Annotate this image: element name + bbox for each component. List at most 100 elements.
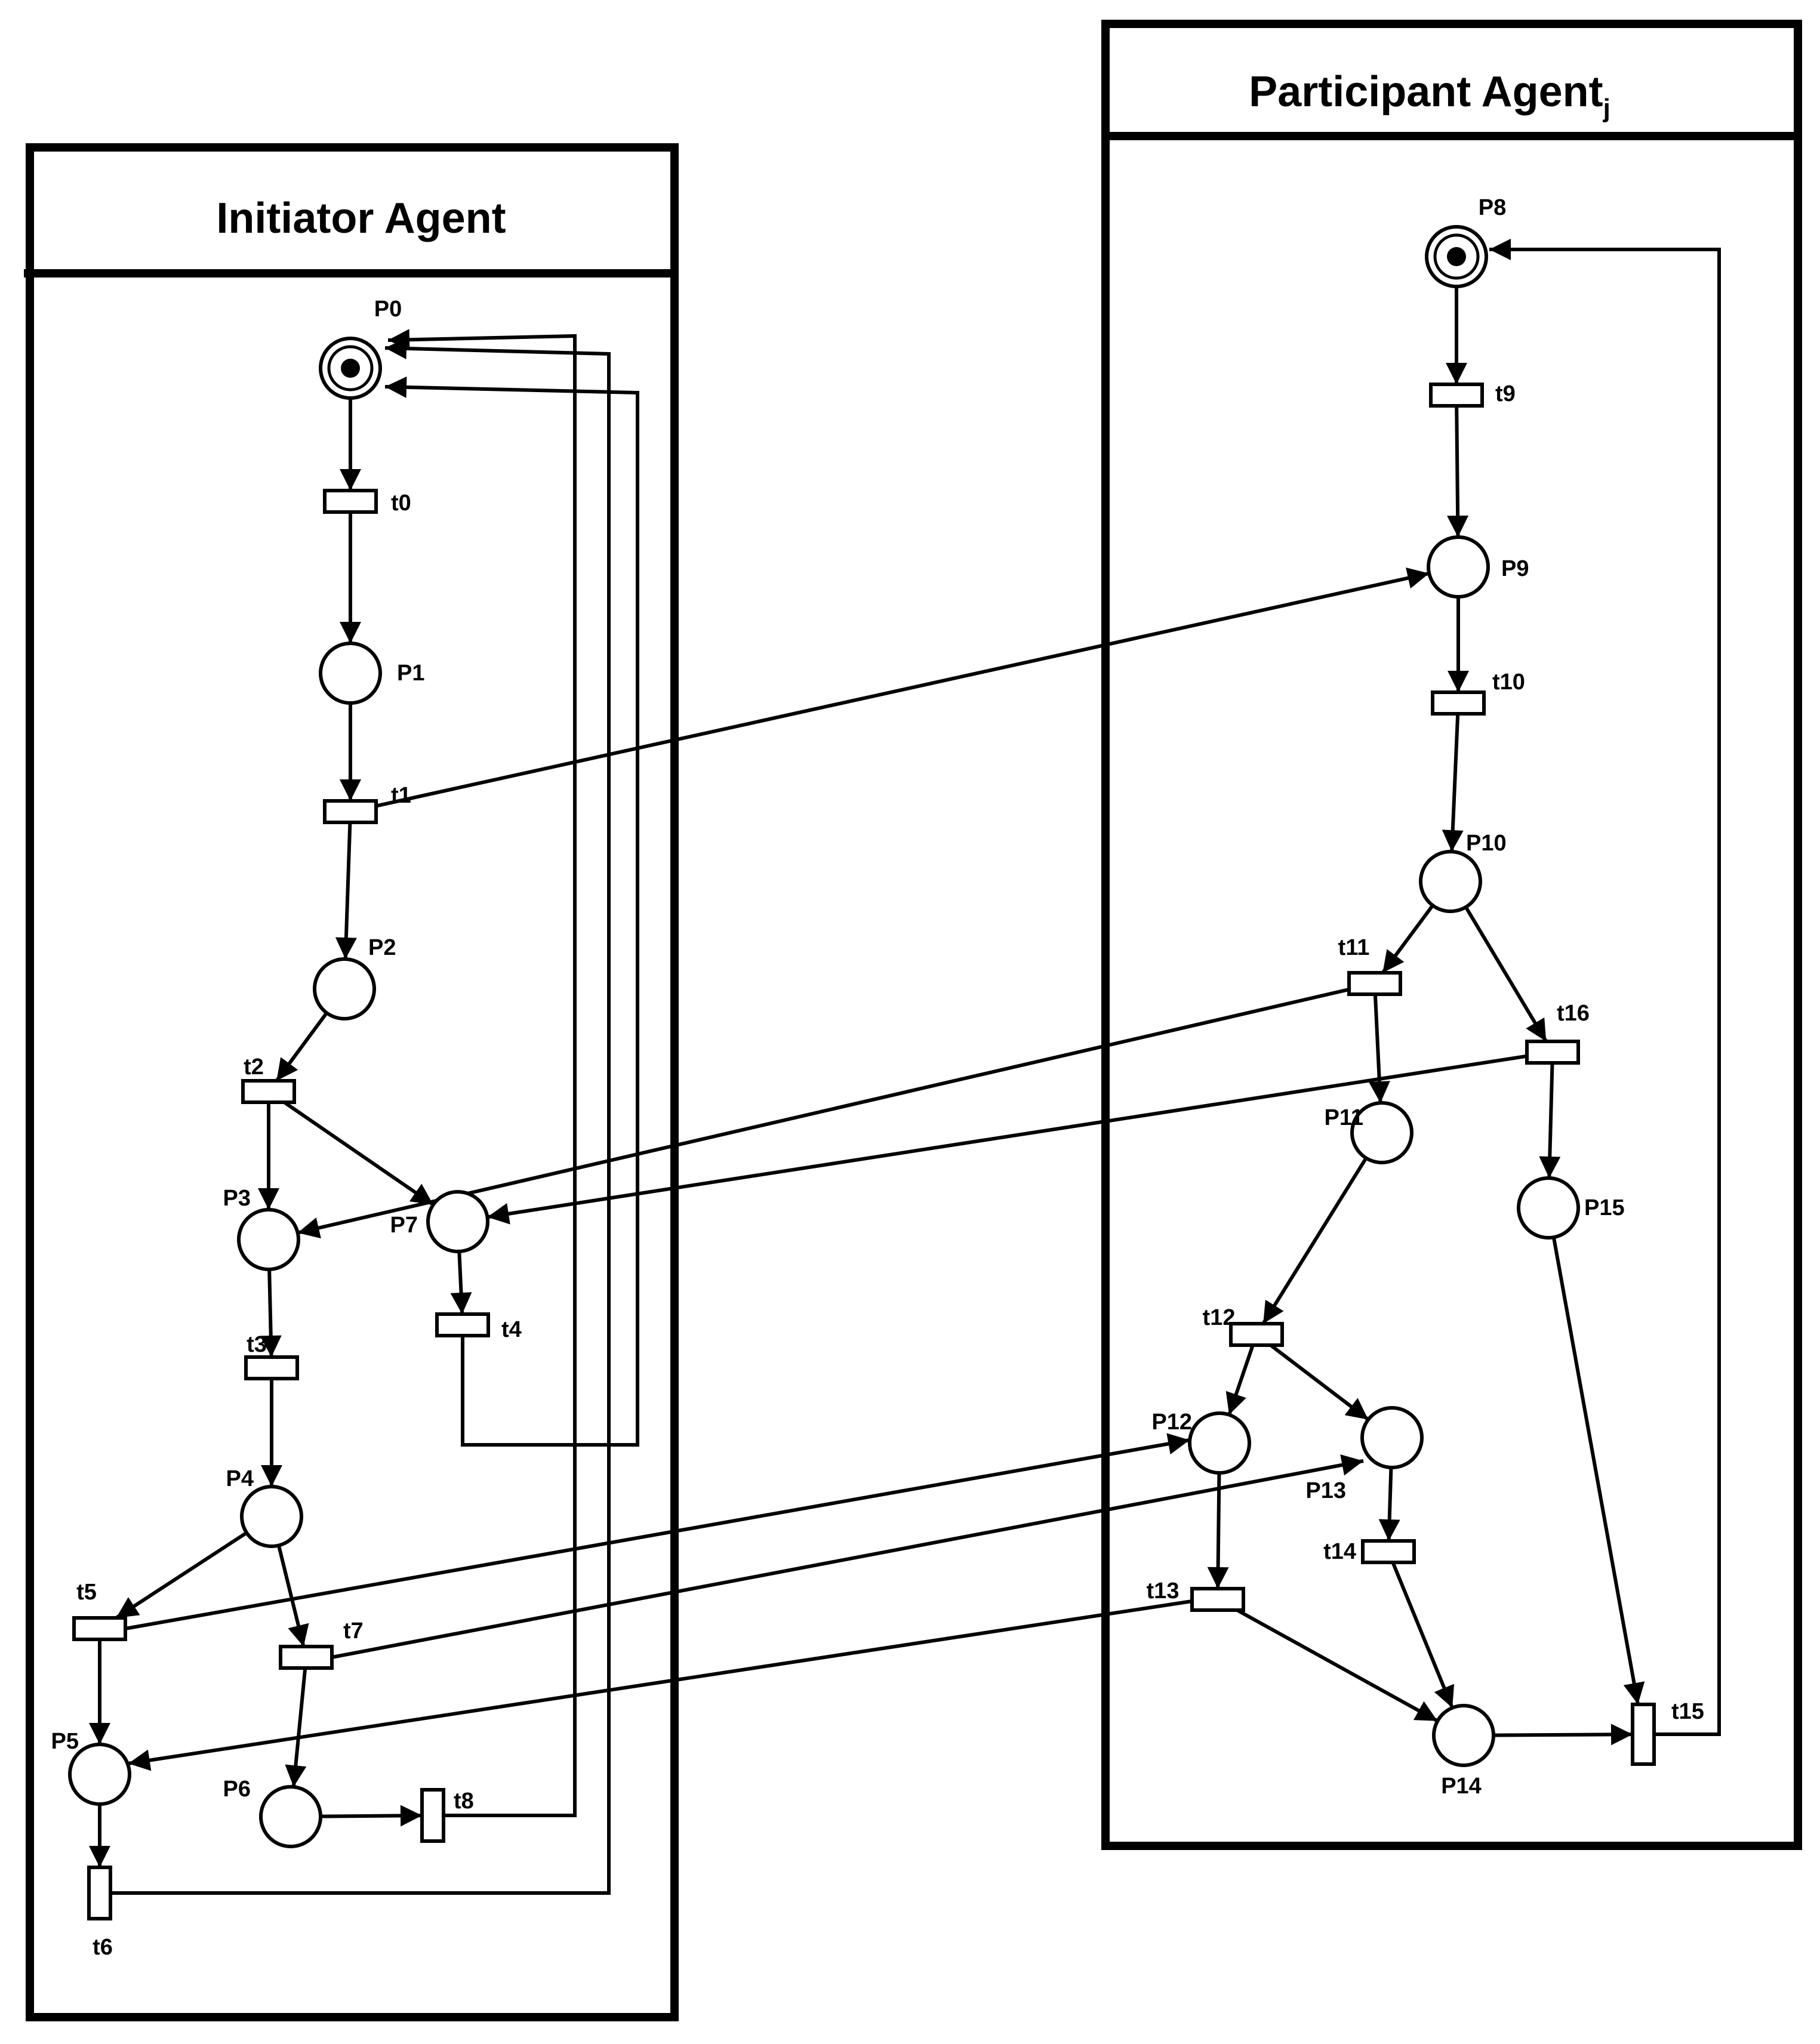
place-label-p5: P5 (51, 1729, 79, 1754)
transition-label-t11: t11 (1338, 935, 1370, 960)
arc-t7-to-p6 (285, 1667, 307, 1787)
transition-t5 (72, 1616, 127, 1641)
transition-t8 (420, 1788, 445, 1843)
labels-layer: P0P1P2P3P4P5P6P7P8P9P10P11P12P13P14P15t0… (51, 195, 1704, 1960)
place-p6 (259, 1785, 322, 1848)
transition-t2 (241, 1079, 296, 1104)
transition-t4 (435, 1312, 490, 1337)
marked-place-ring-p8 (1433, 233, 1480, 280)
place-p4 (240, 1485, 303, 1548)
place-p15 (1517, 1176, 1580, 1240)
arc-t4-to-p0 (384, 376, 639, 1447)
transition-label-t9: t9 (1495, 381, 1516, 406)
arc-p2-to-t2 (275, 1012, 328, 1082)
arc-t7-to-p13 (331, 1454, 1364, 1659)
place-p12 (1188, 1411, 1251, 1475)
initiator-agent-title: Initiator Agent (216, 195, 506, 242)
marked-place-ring-p0 (327, 345, 374, 391)
place-p14 (1432, 1704, 1495, 1767)
transition-label-t8: t8 (454, 1789, 474, 1814)
arc-p12-to-t13 (1207, 1472, 1229, 1589)
arc-t9-to-p9 (1447, 405, 1469, 538)
transition-label-t0: t0 (391, 491, 411, 516)
transition-t10 (1431, 690, 1486, 716)
arc-t5-to-p12 (125, 1433, 1190, 1630)
transition-t3 (244, 1355, 299, 1380)
place-label-p10: P10 (1466, 831, 1507, 856)
participant-agent-title: Participant Agentj (1249, 68, 1610, 123)
place-p1 (319, 642, 382, 705)
participant-agent-lane: Participant Agentj (1101, 20, 1802, 1850)
place-p7 (426, 1190, 489, 1253)
arc-t8-to-p0 (387, 329, 577, 1817)
place-label-p15: P15 (1584, 1195, 1625, 1220)
place-p5 (68, 1743, 131, 1806)
place-label-p8: P8 (1479, 195, 1506, 220)
transition-label-t4: t4 (501, 1317, 522, 1342)
transition-label-t7: t7 (343, 1618, 364, 1644)
transition-t1 (323, 799, 378, 824)
arc-p10-to-t11 (1381, 904, 1434, 974)
place-label-p9: P9 (1501, 556, 1529, 581)
arc-t14-to-p14 (1391, 1561, 1455, 1709)
arc-t10-to-p10 (1442, 713, 1464, 852)
place-p9 (1427, 535, 1490, 599)
arc-p13-to-t14 (1378, 1467, 1400, 1542)
arc-p11-to-t12 (1261, 1157, 1368, 1325)
initiator-agent-lane: Initiator Agent (24, 143, 679, 2021)
arc-p14-to-t15 (1493, 1724, 1633, 1746)
place-p10 (1419, 850, 1482, 913)
places-layer (68, 225, 1580, 1848)
place-p2 (313, 957, 376, 1021)
transition-t16 (1525, 1040, 1580, 1065)
place-p13 (1360, 1406, 1424, 1469)
place-label-p11: P11 (1324, 1105, 1363, 1130)
place-label-p14: P14 (1441, 1774, 1482, 1799)
transition-t9 (1429, 383, 1484, 408)
transitions-layer (72, 383, 1656, 1920)
arc-t16-to-p15 (1539, 1062, 1561, 1179)
transition-label-t12: t12 (1203, 1305, 1236, 1330)
arc-p15-to-t15 (1551, 1237, 1645, 1705)
transition-t12 (1229, 1322, 1284, 1347)
arc-p7-to-t4 (450, 1251, 472, 1315)
place-p11 (1350, 1101, 1413, 1164)
transition-t14 (1361, 1539, 1416, 1564)
arc-t2-to-p7 (283, 1100, 435, 1207)
arc-t11-to-p3 (297, 988, 1350, 1239)
transition-t11 (1347, 971, 1402, 996)
transition-t15 (1631, 1703, 1656, 1766)
transition-t7 (279, 1645, 334, 1670)
transition-label-t1: t1 (391, 783, 411, 808)
transition-label-t13: t13 (1147, 1579, 1180, 1604)
place-label-p13: P13 (1305, 1478, 1346, 1503)
arc-t16-to-p7 (486, 1054, 1528, 1225)
transition-label-t3: t3 (247, 1332, 267, 1357)
arc-p3-to-t3 (260, 1269, 282, 1358)
transition-label-t15: t15 (1671, 1699, 1704, 1724)
transition-t13 (1190, 1587, 1245, 1612)
transition-t6 (87, 1866, 112, 1920)
arc-p10-to-t16 (1464, 906, 1548, 1043)
place-label-p6: P6 (223, 1777, 251, 1802)
transition-label-t5: t5 (76, 1580, 97, 1605)
place-label-p2: P2 (368, 935, 396, 960)
token-p8 (1447, 247, 1466, 266)
place-label-p0: P0 (374, 297, 402, 322)
arc-t13-to-p14 (1236, 1608, 1439, 1723)
place-label-p7: P7 (390, 1213, 418, 1238)
arc-t11-to-p11 (1368, 994, 1390, 1103)
transition-t0 (323, 489, 378, 514)
arc-p4-to-t7 (277, 1544, 309, 1647)
arc-t1-to-p2 (335, 822, 357, 960)
arcs-layer (89, 239, 1721, 1895)
arc-t12-to-p13 (1269, 1343, 1370, 1422)
transition-label-t16: t16 (1557, 1001, 1590, 1026)
place-label-p4: P4 (226, 1466, 254, 1491)
arc-t13-to-p5 (128, 1599, 1193, 1771)
place-label-p3: P3 (223, 1186, 251, 1211)
arc-t15-to-p8 (1489, 239, 1721, 1736)
arc-p4-to-t5 (115, 1531, 248, 1620)
place-label-p12: P12 (1151, 1410, 1192, 1435)
